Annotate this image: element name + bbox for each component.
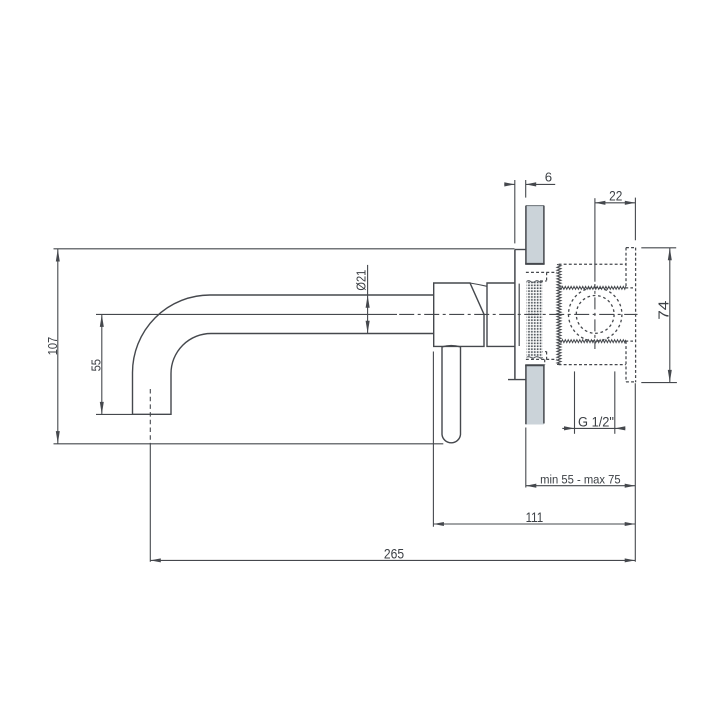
svg-text:Ø21: Ø21 <box>353 270 368 291</box>
svg-text:74: 74 <box>656 301 673 320</box>
svg-text:min 55 - max 75: min 55 - max 75 <box>540 472 621 486</box>
svg-text:265: 265 <box>384 545 404 561</box>
svg-text:6: 6 <box>545 170 552 185</box>
svg-text:55: 55 <box>89 359 103 371</box>
svg-text:111: 111 <box>526 509 544 525</box>
svg-text:22: 22 <box>609 188 622 204</box>
svg-text:G 1/2": G 1/2" <box>578 414 614 430</box>
svg-text:107: 107 <box>45 337 60 355</box>
